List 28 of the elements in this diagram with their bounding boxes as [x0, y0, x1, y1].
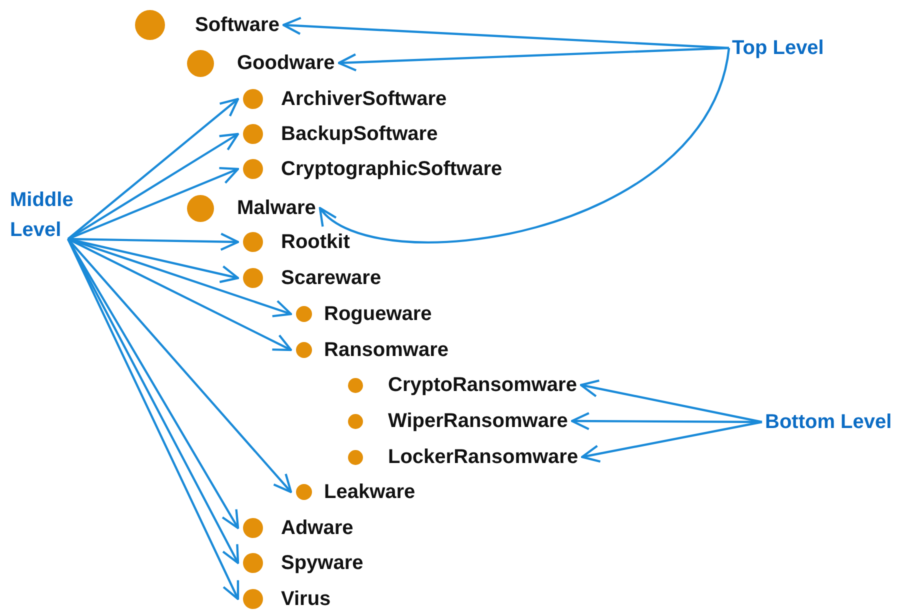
category-label: Rootkit [281, 230, 350, 254]
category-label: Ransomware [324, 338, 448, 362]
category-label: ArchiverSoftware [281, 88, 447, 110]
arrow [570, 412, 762, 430]
category-label: BackupSoftware [281, 122, 438, 146]
arrow [67, 98, 240, 240]
arrow [318, 48, 730, 244]
arrow [68, 166, 240, 240]
level-label: Middle Level [10, 185, 80, 245]
category-label: Leakware [324, 480, 416, 504]
category-label: LockerRansomware [388, 446, 578, 468]
category-label: Adware [281, 516, 354, 540]
category-label: WiperRansomware [388, 410, 568, 432]
level-label: Top Level [732, 33, 824, 63]
category-label: Software [195, 14, 280, 36]
arrow [580, 420, 762, 463]
arrow [338, 46, 730, 72]
category-label: Malware [237, 196, 316, 220]
arrow [67, 132, 240, 240]
category-label: Scareware [281, 266, 382, 290]
level-label: Bottom Level [765, 407, 892, 437]
category-label: Virus [281, 588, 331, 610]
arrow [580, 379, 762, 424]
category-label: Rogueware [324, 302, 432, 326]
category-label: Goodware [237, 52, 335, 74]
category-label: Spyware [281, 552, 364, 574]
category-label: CryptographicSoftware [281, 158, 502, 180]
category-label: CryptoRansomware [388, 374, 577, 396]
